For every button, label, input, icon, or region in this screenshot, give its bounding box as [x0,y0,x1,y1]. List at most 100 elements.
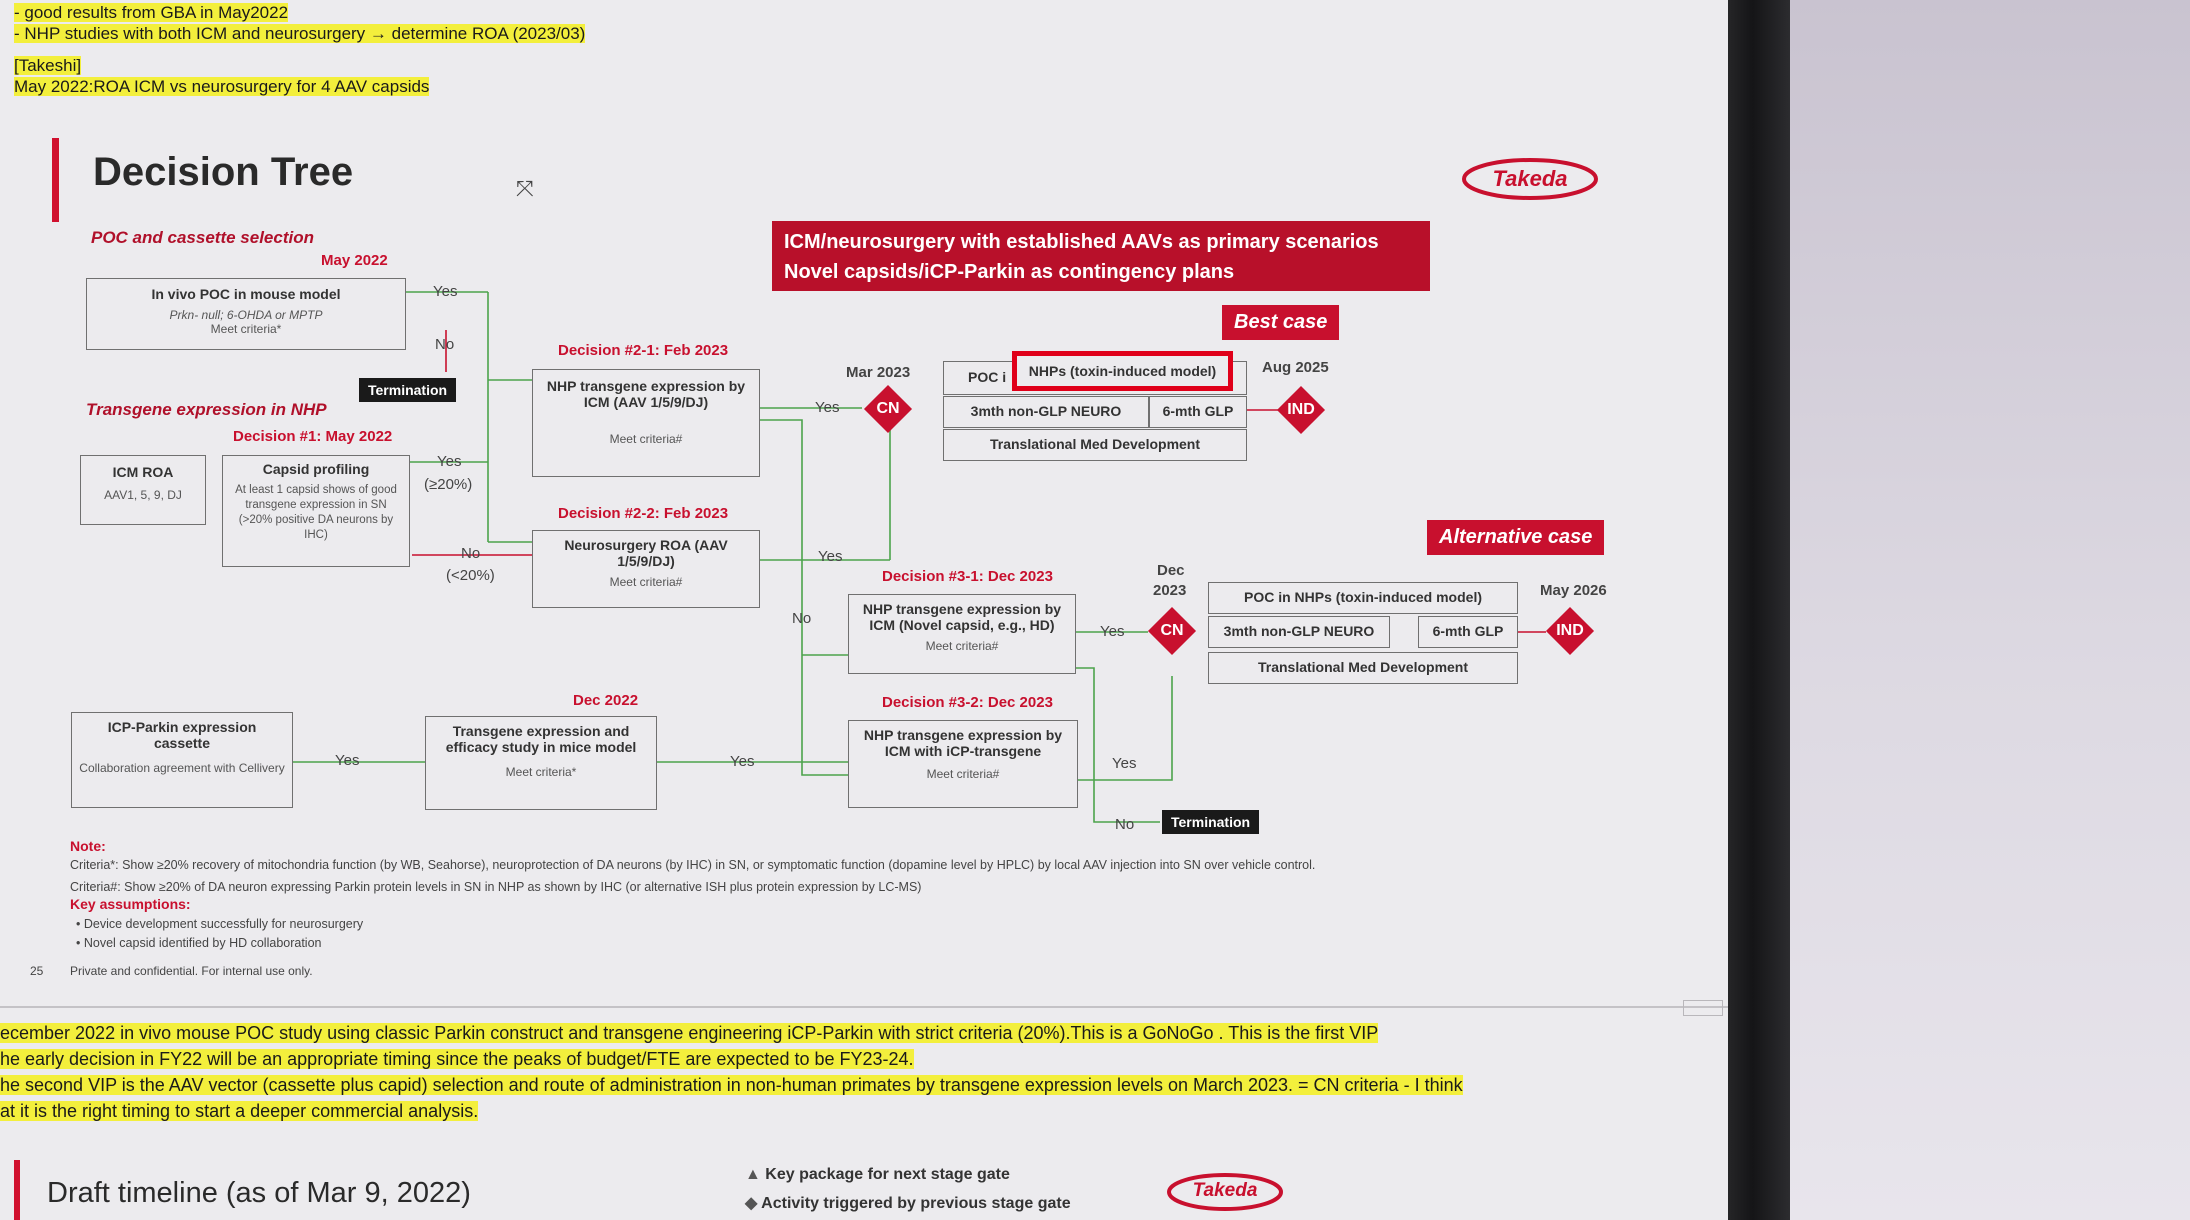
termination-badge: Termination [1162,810,1260,834]
box-sub: AAV1, 5, 9, DJ [104,488,182,502]
yes-label: Yes [730,753,755,770]
neuro-3mth-box: 3mth non-GLP NEURO [943,396,1149,428]
title-accent-bar [52,138,59,222]
box-sub: Prkn- null; 6-OHDA or MPTP [169,308,323,322]
highlight-box-nhps: NHPs (toxin-induced model) [1012,351,1233,391]
title-accent-bar [14,1160,20,1220]
poc-nhp-box-alt: POC in NHPs (toxin-induced model) [1208,582,1518,614]
box-sub: Meet criteria* [210,322,282,336]
banner-line: Novel capsids/iCP-Parkin as contingency … [784,261,1235,283]
legend-text: Key package for next stage gate [765,1166,1010,1183]
legend-item: ▲ Key package for next stage gate [745,1166,1010,1184]
ind-label: IND [1556,622,1584,639]
diamond-icon: ◆ [745,1195,758,1212]
note-header: Note: [70,838,106,854]
yes-label: Yes [818,548,843,565]
note-block-bottom: ecember 2022 in vivo mouse POC study usi… [0,1020,1463,1124]
yes-label: Yes [433,283,458,300]
nhp-icm-box: NHP transgene expression by ICM (AAV 1/5… [532,369,760,477]
termination-badge: Termination [359,378,457,402]
no-label: No [1115,816,1135,833]
box-sub: Meet criteria# [925,639,999,653]
yes-label: Yes [335,752,360,769]
flow-connectors [292,291,1546,823]
threshold-label: (<20%) [446,567,495,584]
slide-title: Decision Tree [93,150,354,194]
best-case-badge: Best case [1222,305,1340,340]
triangle-icon: ▲ [745,1166,761,1183]
section-label: POC and cassette selection [91,228,314,247]
legend-text: Activity triggered by previous stage gat… [761,1195,1071,1212]
date-label: May 2022 [321,252,388,269]
date-label: Dec 2022 [573,692,639,709]
assumptions-header: Key assumptions: [70,896,191,912]
alternative-case-badge: Alternative case [1427,520,1605,555]
cn-label: CN [1160,622,1184,639]
neurosurgery-roa-box: Neurosurgery ROA (AAV 1/5/9/DJ) Meet cri… [532,530,760,608]
document-page: - good results from GBA in May2022 - NHP… [0,0,1728,1220]
banner-line: ICM/neurosurgery with established AAVs a… [784,231,1379,253]
note-line: ecember 2022 in vivo mouse POC study usi… [0,1023,1379,1043]
box-sub: Meet criteria# [609,575,683,589]
note-line: - NHP studies with both ICM and neurosur… [14,24,586,43]
next-slide-title: Draft timeline (as of Mar 9, 2022) [47,1177,471,1209]
note-line: Criteria#: Show ≥20% of DA neuron expres… [70,880,922,894]
date-label: Dec [1157,562,1185,579]
page-number: 25 [30,964,44,978]
note-line: - good results from GBA in May2022 [14,3,289,22]
neuro-3mth-box: 3mth non-GLP NEURO [1208,616,1390,648]
scroll-handle[interactable] [1683,1000,1723,1016]
takeda-logo: Takeda [1460,155,1600,203]
legend-item: ◆ Activity triggered by previous stage g… [745,1193,1071,1213]
date-label: May 2026 [1540,582,1607,599]
yes-label: Yes [1100,623,1125,640]
box-sub: Meet criteria# [926,767,1000,781]
monitor-bezel [1728,0,1790,1220]
assumption-text: Novel capsid identified by HD collaborat… [83,936,322,950]
icm-roa-box: ICM ROA AAV1, 5, 9, DJ [80,455,206,525]
note-line: at it is the right timing to start a dee… [0,1101,479,1121]
date-label: Aug 2025 [1262,359,1329,376]
box-title: NHP transgene expression by ICM with iCP… [863,727,1063,759]
box-title: Transgene expression and efficacy study … [445,723,637,755]
logo-text: Takeda [1492,166,1568,191]
box-sub: Meet criteria# [609,432,683,446]
decision-label: Decision #2-1: Feb 2023 [558,342,729,359]
glp-6mth-box: 6-mth GLP [1418,616,1518,648]
takeda-logo: Takeda [1165,1170,1285,1214]
note-author: [Takeshi] [14,56,82,75]
box-title: Neurosurgery ROA (AAV 1/5/9/DJ) [564,537,728,569]
background-wall [1790,0,2190,1220]
page-divider [0,1006,1728,1008]
note-block-top: - good results from GBA in May2022 - NHP… [14,2,586,97]
note-line: Criteria*: Show ≥20% recovery of mitocho… [70,858,1316,872]
capsid-profiling-box: Capsid profiling At least 1 capsid shows… [222,455,410,567]
no-label: No [792,610,812,627]
icp-parkin-box: ICP-Parkin expression cassette Collabora… [71,712,293,808]
tmd-box: Translational Med Development [943,429,1247,461]
glp-6mth-box: 6-mth GLP [1149,396,1247,428]
yes-label: Yes [437,453,462,470]
mouse-cursor-icon: ⤧ [516,176,534,201]
tmd-box: Translational Med Development [1208,652,1518,684]
scenario-banner: ICM/neurosurgery with established AAVs a… [772,221,1430,291]
nhp-novel-capsid-box: NHP transgene expression by ICM (Novel c… [848,594,1076,674]
box-sub: Meet criteria* [505,765,577,779]
box-sub: Collaboration agreement with Cellivery [79,761,285,775]
decision-label: Decision #2-2: Feb 2023 [558,505,729,522]
ind-label: IND [1287,401,1315,418]
yes-label: Yes [1112,755,1137,772]
decision-label: Decision #1: May 2022 [233,428,393,445]
date-label: 2023 [1153,582,1187,599]
section-label: Transgene expression in NHP [86,400,327,419]
box-title: NHP transgene expression by ICM (Novel c… [862,601,1062,633]
box-title: ICM ROA [112,464,174,480]
threshold-label: (≥20%) [424,476,473,493]
assumption-text: Device development successfully for neur… [83,917,364,931]
date-label: Mar 2023 [846,364,911,381]
decision-label: Decision #3-2: Dec 2023 [882,694,1053,711]
no-label: No [435,336,455,353]
cn-label: CN [876,400,900,417]
box-sub: At least 1 capsid shows of good transgen… [235,484,397,541]
note-line: May 2022:ROA ICM vs neurosurgery for 4 A… [14,77,430,96]
